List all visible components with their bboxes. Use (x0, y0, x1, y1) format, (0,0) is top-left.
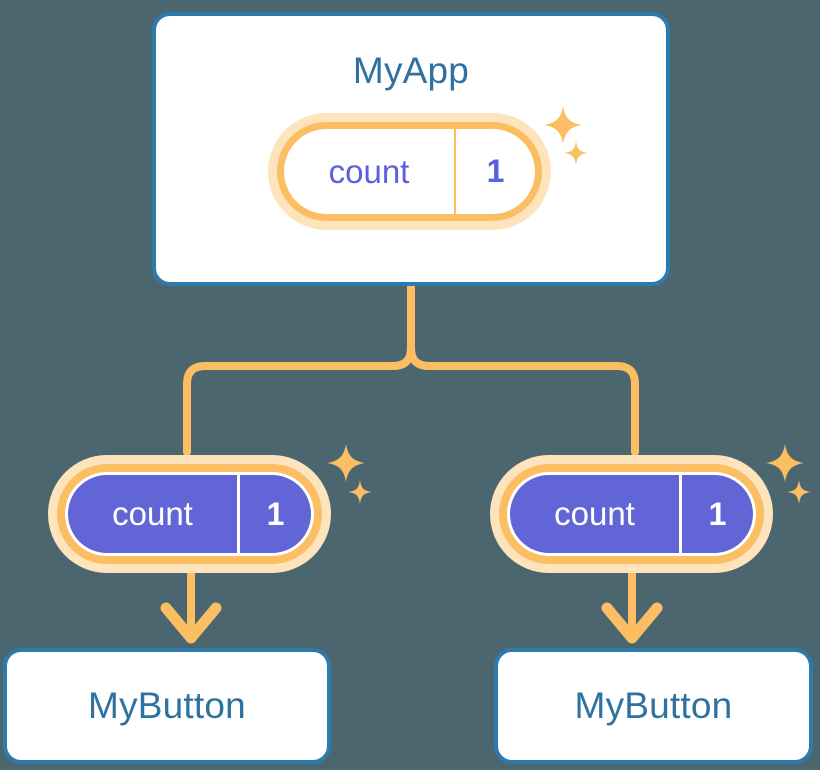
state-value-label: 1 (708, 495, 727, 532)
state-key-label: count (510, 475, 682, 553)
state-pill-right[interactable]: count 1 (507, 472, 756, 556)
sparkle-icon (327, 444, 365, 482)
component-card-mybutton-right[interactable]: MyButton (494, 648, 813, 764)
state-key-label: count (68, 475, 240, 553)
sparkle-icon (564, 141, 588, 165)
component-card-mybutton-left[interactable]: MyButton (3, 648, 331, 764)
state-value-label: 1 (266, 495, 285, 532)
component-title-myapp: MyApp (352, 50, 470, 91)
component-title-mybutton: MyButton (88, 685, 246, 726)
sparkle-icon (787, 480, 811, 504)
branch-connector (407, 283, 639, 456)
state-key-label: count (284, 129, 456, 214)
arrow-down-icon-right (601, 562, 663, 644)
state-pill-myapp[interactable]: count 1 (277, 122, 542, 221)
sparkle-icon (544, 106, 582, 144)
state-value-label: 1 (486, 153, 505, 189)
component-title-mybutton: MyButton (574, 685, 733, 726)
component-card-myapp[interactable]: MyApp (152, 12, 670, 286)
state-pill-left[interactable]: count 1 (65, 472, 314, 556)
sparkle-icon (348, 480, 372, 504)
arrow-down-icon-left (160, 562, 222, 644)
sparkle-icon (766, 444, 804, 482)
branch-connector-left (183, 344, 415, 456)
